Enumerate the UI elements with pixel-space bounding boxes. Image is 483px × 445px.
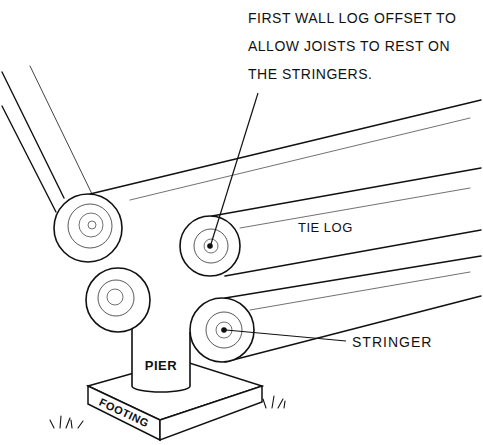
log-edge <box>2 72 64 198</box>
callout-note: FIRST WALL LOG OFFSET TO ALLOW JOISTS TO… <box>248 4 476 88</box>
leader-line <box>226 330 346 341</box>
log-end-face <box>190 298 254 362</box>
log-end-face <box>86 268 150 332</box>
growth-ring <box>88 221 96 229</box>
growth-ring <box>206 312 242 348</box>
log-end <box>86 268 150 332</box>
growth-ring <box>98 280 134 316</box>
back-log-lines <box>2 66 92 212</box>
log-body-lines <box>90 100 481 362</box>
log-edge <box>2 106 56 212</box>
grass <box>50 396 285 428</box>
leader-dot <box>222 328 226 332</box>
leader-line <box>211 93 258 244</box>
pier-shape <box>132 326 190 392</box>
growth-ring <box>194 229 228 263</box>
log-end-face <box>54 194 122 262</box>
log-edge <box>225 296 481 362</box>
footing-side <box>160 386 262 440</box>
bark-line <box>240 188 470 228</box>
log-edge <box>30 66 92 194</box>
growth-ring <box>204 239 218 253</box>
log-edge <box>225 230 481 276</box>
grass-tuft <box>50 416 83 428</box>
part-name: PIER <box>145 358 177 374</box>
log-end-face <box>180 216 240 276</box>
log-edge <box>90 100 481 194</box>
log-end <box>54 194 122 262</box>
bark-line <box>130 118 470 200</box>
log-ends <box>54 194 254 362</box>
log-end <box>180 216 240 276</box>
log-edge <box>212 168 481 216</box>
part-name: TIE LOG <box>298 220 353 236</box>
footing-side <box>88 386 160 440</box>
bark-line <box>250 272 470 310</box>
growth-ring <box>107 289 123 305</box>
growth-ring <box>68 204 112 248</box>
leader-dot <box>208 244 212 248</box>
grass-tuft <box>263 396 285 408</box>
log-end <box>190 298 254 362</box>
leader-lines <box>208 93 346 341</box>
growth-ring <box>79 213 103 237</box>
part-name: STRINGER <box>352 334 432 351</box>
